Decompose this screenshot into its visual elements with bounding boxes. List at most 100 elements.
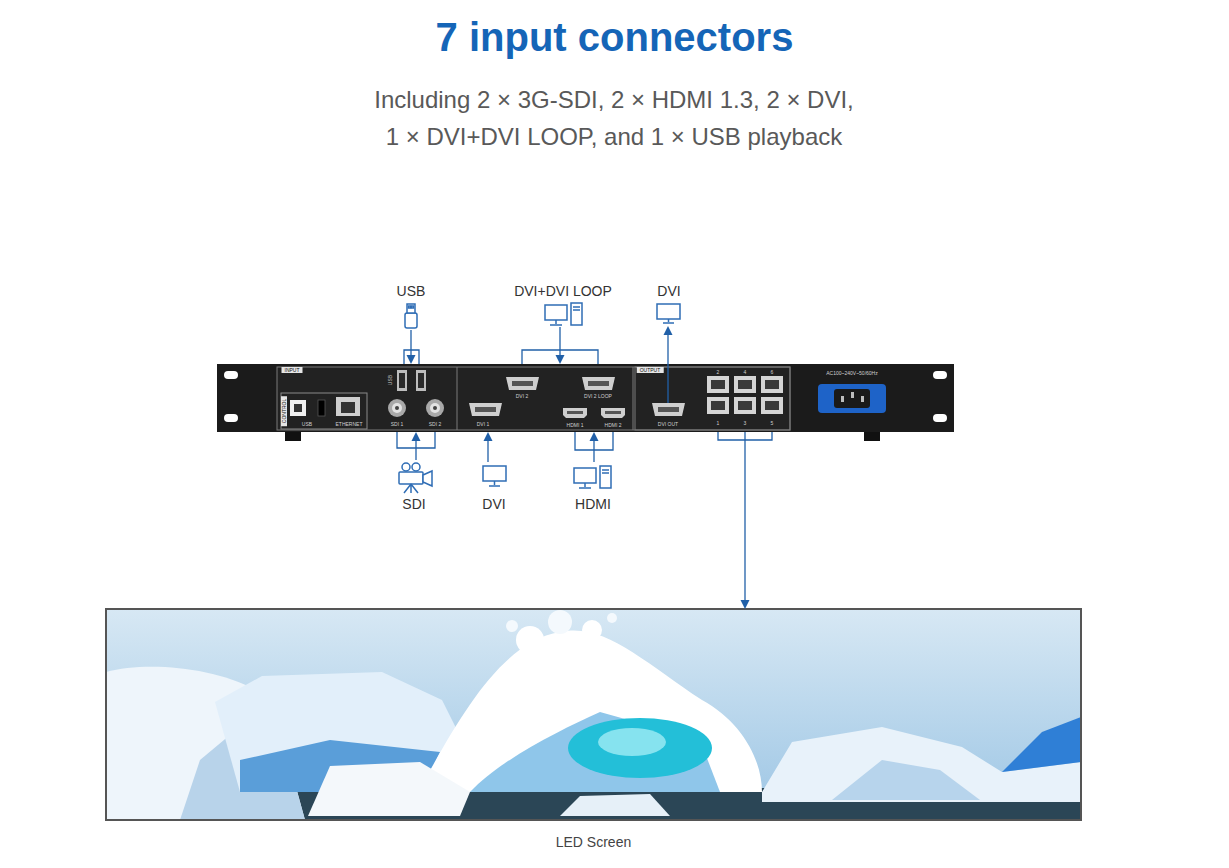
icon-label: HDMI bbox=[575, 496, 611, 513]
device-icon bbox=[402, 463, 410, 471]
port-label: AC100~240V~50/60Hz bbox=[826, 371, 877, 376]
connector bbox=[484, 432, 493, 462]
arrowhead bbox=[407, 355, 416, 364]
icon-label: SDI bbox=[402, 496, 425, 513]
controller-unit bbox=[635, 367, 790, 430]
controller-unit bbox=[761, 376, 783, 393]
controller-unit bbox=[475, 407, 496, 412]
device-icon bbox=[600, 466, 611, 488]
device-icon bbox=[399, 303, 680, 493]
connector bbox=[556, 327, 565, 364]
connector bbox=[741, 432, 750, 609]
led-screen-picture bbox=[568, 718, 712, 778]
dvi-output-monitor: DVI bbox=[651, 283, 687, 326]
port-label: ETHERNET bbox=[336, 422, 363, 427]
connector bbox=[407, 330, 416, 364]
device-icon bbox=[404, 484, 418, 493]
led-screen-picture bbox=[832, 760, 980, 800]
device-icon bbox=[571, 303, 582, 325]
led-screen-picture bbox=[506, 620, 518, 632]
port-label: 6 bbox=[771, 370, 774, 375]
controller-unit bbox=[426, 399, 444, 417]
controller-unit bbox=[277, 367, 790, 430]
port-label: DVI 2 LOOP bbox=[584, 394, 612, 399]
controller-unit bbox=[841, 396, 844, 402]
controller-unit bbox=[395, 406, 399, 410]
controller-unit bbox=[563, 408, 587, 418]
video-controller: INPUTCONTROLOUTPUT bbox=[217, 364, 954, 432]
controller-unit bbox=[765, 380, 779, 389]
bracket-line bbox=[397, 350, 772, 450]
controller-unit bbox=[761, 397, 783, 414]
connector-line bbox=[410, 330, 411, 355]
controller-unit bbox=[512, 381, 533, 386]
dvi-loop-source: DVI+DVI LOOP bbox=[511, 283, 615, 327]
port-label: USB bbox=[388, 375, 393, 385]
controller-unit bbox=[336, 397, 360, 416]
port-label: USB bbox=[302, 422, 312, 427]
device-icon bbox=[399, 472, 423, 484]
connector bbox=[412, 432, 421, 460]
device-icon bbox=[574, 468, 596, 483]
led-screen-picture bbox=[560, 794, 670, 816]
controller-unit bbox=[711, 401, 725, 410]
device-icon bbox=[423, 471, 432, 486]
controller-unit bbox=[567, 411, 583, 414]
panel-tab: CONTROL bbox=[281, 396, 287, 426]
controller-unit bbox=[864, 432, 880, 441]
led-screen-picture bbox=[607, 613, 617, 623]
arrowhead bbox=[741, 600, 750, 609]
controller-unit bbox=[707, 376, 729, 393]
controller-unit bbox=[506, 377, 539, 390]
title: 7 input connectors bbox=[0, 13, 1229, 61]
controller-unit bbox=[658, 407, 679, 412]
controller-unit bbox=[224, 414, 238, 422]
usb-source: USB bbox=[393, 283, 429, 330]
controller-unit bbox=[418, 373, 424, 388]
controller-unit bbox=[834, 389, 870, 408]
port-label: SDI 1 bbox=[391, 422, 404, 427]
connector-line bbox=[487, 441, 488, 462]
device-icon bbox=[550, 320, 562, 325]
controller-unit bbox=[738, 380, 752, 389]
controller-unit bbox=[588, 381, 609, 386]
panel-tab: INPUT bbox=[282, 367, 303, 373]
device-icon bbox=[602, 470, 609, 473]
connector-line bbox=[593, 441, 594, 462]
controller-unit bbox=[851, 392, 854, 398]
controller-unit bbox=[582, 377, 615, 390]
port-label: 2 bbox=[717, 370, 720, 375]
subtitle: Including 2 × 3G-SDI, 2 × HDMI 1.3, 2 × … bbox=[369, 81, 859, 155]
arrowhead bbox=[664, 326, 673, 335]
icon-label: DVI bbox=[482, 496, 505, 513]
controller-unit bbox=[933, 371, 947, 379]
led-screen-picture bbox=[582, 620, 602, 640]
port-label: DVI 2 bbox=[516, 394, 529, 399]
device-icon bbox=[579, 483, 591, 488]
controller-unit bbox=[388, 399, 406, 417]
controller-unit bbox=[341, 402, 355, 413]
port-label: SDI 2 bbox=[429, 422, 442, 427]
controller-unit bbox=[318, 400, 325, 416]
controller-unit bbox=[707, 397, 729, 414]
arrowhead bbox=[412, 432, 421, 441]
device-icon bbox=[483, 466, 506, 481]
controller-unit bbox=[818, 384, 886, 413]
connector bbox=[590, 432, 599, 462]
icon-label: USB bbox=[397, 283, 426, 300]
led-screen-picture bbox=[106, 609, 1081, 820]
connector bbox=[664, 326, 673, 364]
controller-unit bbox=[416, 370, 426, 391]
controller-unit bbox=[652, 403, 685, 416]
led-screen-picture bbox=[470, 712, 720, 792]
device-icon bbox=[405, 313, 417, 328]
controller-unit bbox=[399, 373, 405, 388]
port-label: 5 bbox=[771, 421, 774, 426]
controller-unit bbox=[469, 403, 502, 416]
arrowhead bbox=[590, 432, 599, 441]
led-screen-picture bbox=[516, 626, 544, 654]
device-icon bbox=[663, 319, 674, 323]
controller-unit bbox=[605, 411, 621, 414]
device-icon bbox=[573, 307, 580, 310]
controller-unit bbox=[392, 403, 402, 413]
